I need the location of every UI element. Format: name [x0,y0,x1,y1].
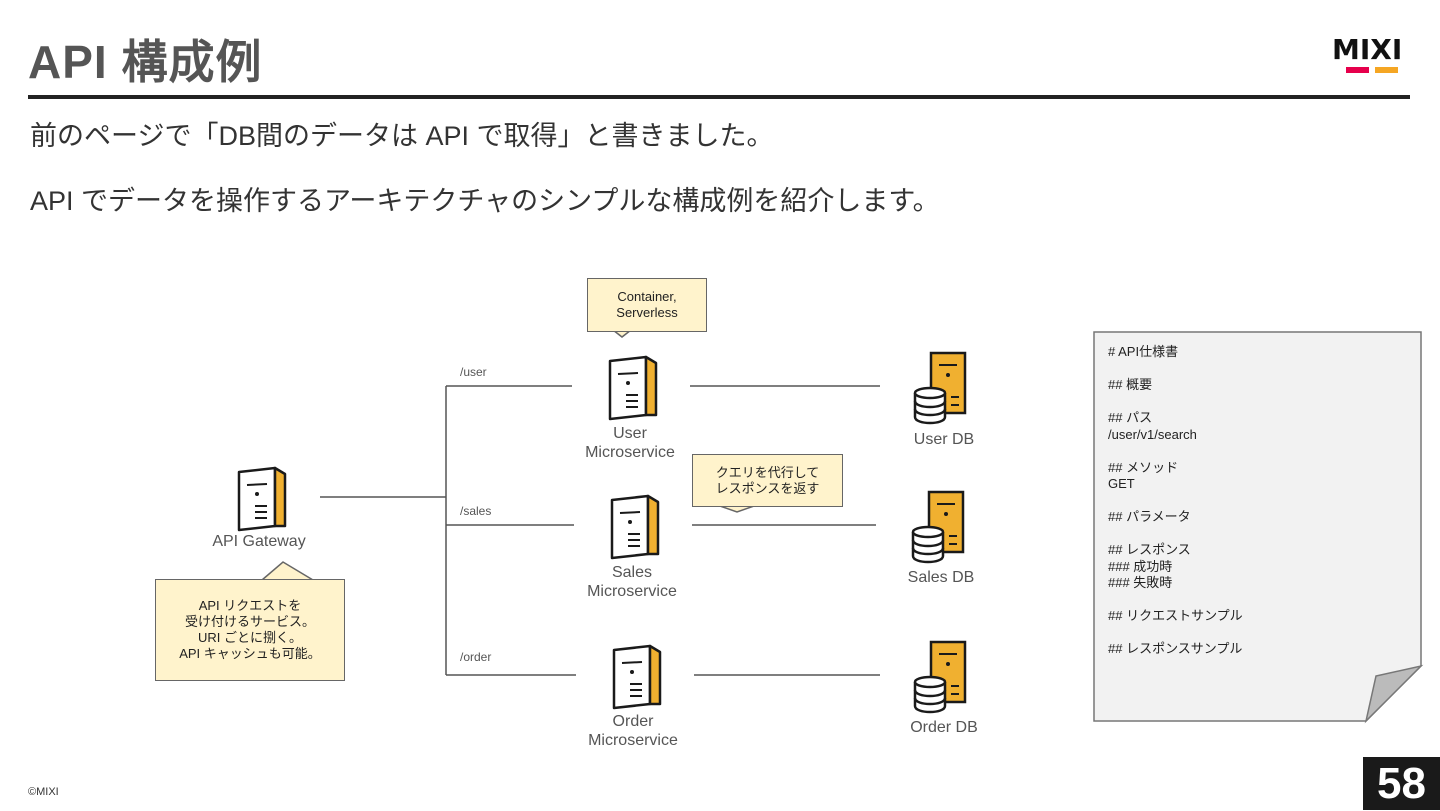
callout-line: レスポンスを返す [715,480,820,496]
spec-line [1108,526,1243,543]
gateway-callout-pointer [261,561,314,581]
spec-line: ## パラメータ [1108,509,1191,524]
connector-lines [320,385,880,676]
spec-line: ### 成功時 [1108,558,1173,574]
user-service-server-icon [608,355,658,421]
logo-text: MIXI [1332,33,1403,66]
sales-db-icon [911,490,965,564]
order-db-icon [913,640,967,714]
page-number: 58 [1363,757,1440,810]
callout-line: API リクエストを [198,598,302,613]
spec-line: ## リクエストサンプル [1108,608,1243,623]
user-db-label: User DB [913,431,975,448]
intro-line-1: 前のページで「DB間のデータは API で取得」と書きました。 [30,121,774,151]
service-type: Microservice [585,444,675,461]
user-service-label: User Microservice [570,424,690,462]
path-label-user: /user [460,365,487,379]
callout-line: URI ごとに捌く。 [197,630,302,645]
spec-line: ## 概要 [1108,377,1153,392]
service-type: Microservice [588,732,678,749]
sales-service-label: Sales Microservice [572,563,692,601]
spec-line [1108,443,1243,460]
callout-line: クエリを代行して [715,464,820,480]
query-callout-pointer [719,505,755,513]
spec-line [1108,493,1243,510]
logo-bar-orange [1375,67,1398,73]
spec-line: /user/v1/search [1108,426,1197,442]
page-title: API 構成例 [28,36,263,88]
gateway-label: API Gateway [212,533,306,550]
callout-line: Container, [617,289,677,304]
service-name: User [613,425,647,442]
service-name: Sales [611,564,653,581]
spec-line [1108,592,1243,609]
sales-service-server-icon [610,494,660,560]
user-db-icon [913,351,967,425]
callout-line: API キャッシュも可能。 [179,646,321,661]
order-db-label: Order DB [910,719,978,736]
copyright: ©MIXI [28,786,59,798]
spec-line: ## メソッド [1108,459,1179,475]
logo-bars [1346,67,1410,73]
spec-line [1108,361,1243,378]
spec-line: ## レスポンスサンプル [1108,641,1243,656]
service-type: Microservice [587,583,677,600]
container-callout: Container, Serverless [587,278,707,332]
callout-line: Serverless [616,305,678,320]
spec-line: ## パス [1108,410,1153,425]
gateway-server-icon [237,466,287,532]
spec-line [1108,625,1243,642]
spec-document-fold [1364,664,1424,724]
order-service-server-icon [612,644,662,710]
spec-line: ## レスポンス [1108,542,1191,557]
spec-line [1108,394,1243,411]
spec-line: # API仕様書 [1108,344,1179,359]
gateway-callout: API リクエストを 受け付けるサービス。 URI ごとに捌く。 API キャッ… [155,579,345,681]
order-service-label: Order Microservice [573,712,693,750]
query-callout: クエリを代行して レスポンスを返す [692,454,843,507]
api-spec-text: # API仕様書 ## 概要 ## パス/user/v1/search ## メソッド… [1108,344,1243,658]
title-divider [28,95,1410,99]
path-label-order: /order [460,650,492,664]
intro-line-2: API でデータを操作するアーキテクチャのシンプルな構成例を紹介します。 [30,186,940,216]
sales-db-label: Sales DB [907,569,975,586]
service-name: Order [612,713,654,730]
callout-line: 受け付けるサービス。 [184,614,315,629]
mixi-logo: MIXI [1332,36,1410,76]
logo-bar-pink [1346,67,1369,73]
spec-line: ### 失敗時 [1108,575,1173,590]
spec-line: GET [1108,476,1135,491]
path-label-sales: /sales [460,504,492,518]
